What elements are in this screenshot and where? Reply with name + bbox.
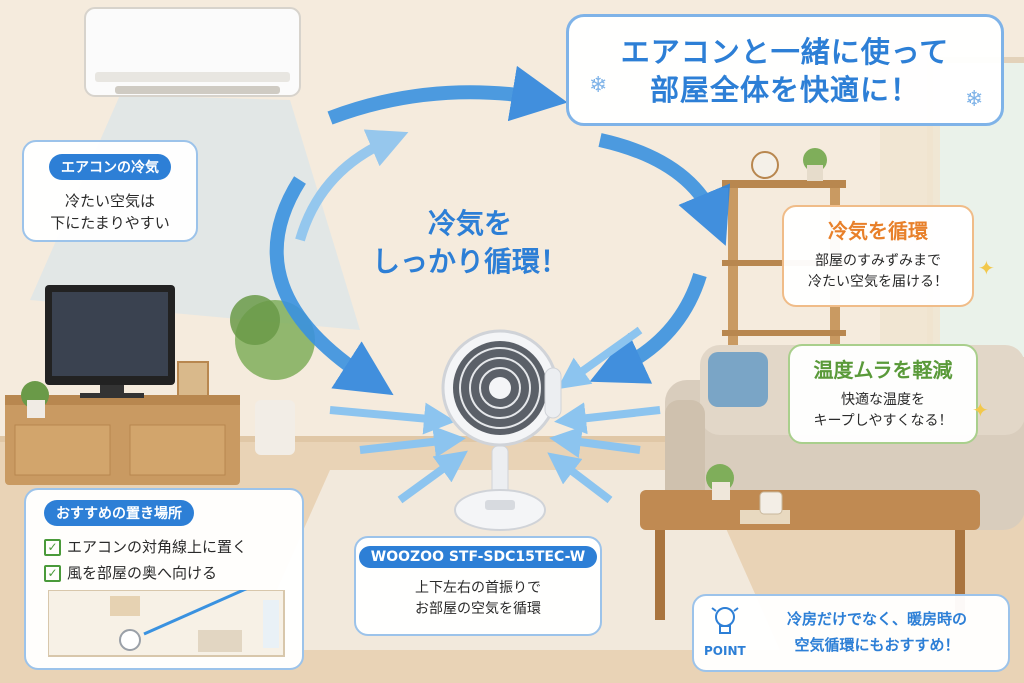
aircon-line2: 下にたまりやすい xyxy=(50,214,170,232)
placement-item-2: ✓ 風を部屋の奥へ向ける xyxy=(44,562,302,584)
headline-line2: 部屋全体を快適に！ xyxy=(649,73,920,107)
arrow-top xyxy=(327,65,568,125)
center-line2: しっかり循環！ xyxy=(371,245,568,278)
point-card: POINT 冷房だけでなく、暖房時の 空気循環にもおすすめ！ xyxy=(692,594,1010,672)
temp-line2: キープしやすくなる！ xyxy=(813,413,953,429)
placement-tag: おすすめの置き場所 xyxy=(44,500,194,526)
arrow-right-down xyxy=(598,133,731,246)
point-badge: POINT xyxy=(704,644,746,658)
point-line2: 空気循環にもおすすめ！ xyxy=(794,636,960,654)
arrow-inner-up xyxy=(295,129,409,242)
circulate-line1: 部屋のすみずみまで xyxy=(815,253,941,269)
placement-item-1: ✓ エアコンの対角線上に置く xyxy=(44,536,302,558)
headline-line1: エアコンと一緒に使って xyxy=(620,35,950,69)
snowflake-icon: ❄ xyxy=(965,87,984,112)
checkbox-icon: ✓ xyxy=(44,539,61,556)
arrow-right-in xyxy=(589,272,707,384)
aircon-tag: エアコンの冷気 xyxy=(49,154,171,180)
sparkle-icon: ✦ xyxy=(978,256,995,280)
product-model: WOOZOO STF-SDC15TEC-W xyxy=(358,546,598,568)
center-line1: 冷気を xyxy=(427,207,512,240)
arrow-left-loop xyxy=(269,176,394,396)
product-line1: 上下左右の首振りで xyxy=(415,580,541,596)
temp-title: 温度ムラを軽減 xyxy=(813,358,953,382)
floorplan-diagram xyxy=(48,590,285,657)
aircon-line1: 冷たい空気は xyxy=(64,192,155,210)
temp-card: 温度ムラを軽減 快適な温度を キープしやすくなる！ xyxy=(788,344,978,444)
checkbox-icon: ✓ xyxy=(44,565,61,582)
point-text: 冷房だけでなく、暖房時の 空気循環にもおすすめ！ xyxy=(750,606,1004,658)
lightbulb-icon xyxy=(711,607,739,634)
aircon-card: エアコンの冷気 冷たい空気は 下にたまりやすい xyxy=(22,140,198,242)
product-card: WOOZOO STF-SDC15TEC-W 上下左右の首振りで お部屋の空気を循… xyxy=(354,536,602,636)
point-line1: 冷房だけでなく、暖房時の xyxy=(786,610,967,628)
circulate-card: 冷気を循環 部屋のすみずみまで 冷たい空気を届ける！ xyxy=(782,205,974,307)
center-text: 冷気を しっかり循環！ xyxy=(350,205,590,281)
product-line2: お部屋の空気を循環 xyxy=(415,601,541,617)
circulate-line2: 冷たい空気を届ける！ xyxy=(808,274,948,290)
circulate-title: 冷気を循環 xyxy=(828,219,928,243)
placement-item-2-label: 風を部屋の奥へ向ける xyxy=(67,564,218,582)
sparkle-icon: ✦ xyxy=(972,398,989,422)
placement-item-1-label: エアコンの対角線上に置く xyxy=(67,538,248,556)
temp-line1: 快適な温度を xyxy=(841,392,925,408)
placement-card: おすすめの置き場所 ✓ エアコンの対角線上に置く ✓ 風を部屋の奥へ向ける xyxy=(24,488,304,670)
snowflake-icon: ❄ xyxy=(589,73,608,98)
fan-icon xyxy=(441,329,562,531)
headline-card: ❄ ❄ エアコンと一緒に使って 部屋全体を快適に！ xyxy=(566,14,1004,126)
